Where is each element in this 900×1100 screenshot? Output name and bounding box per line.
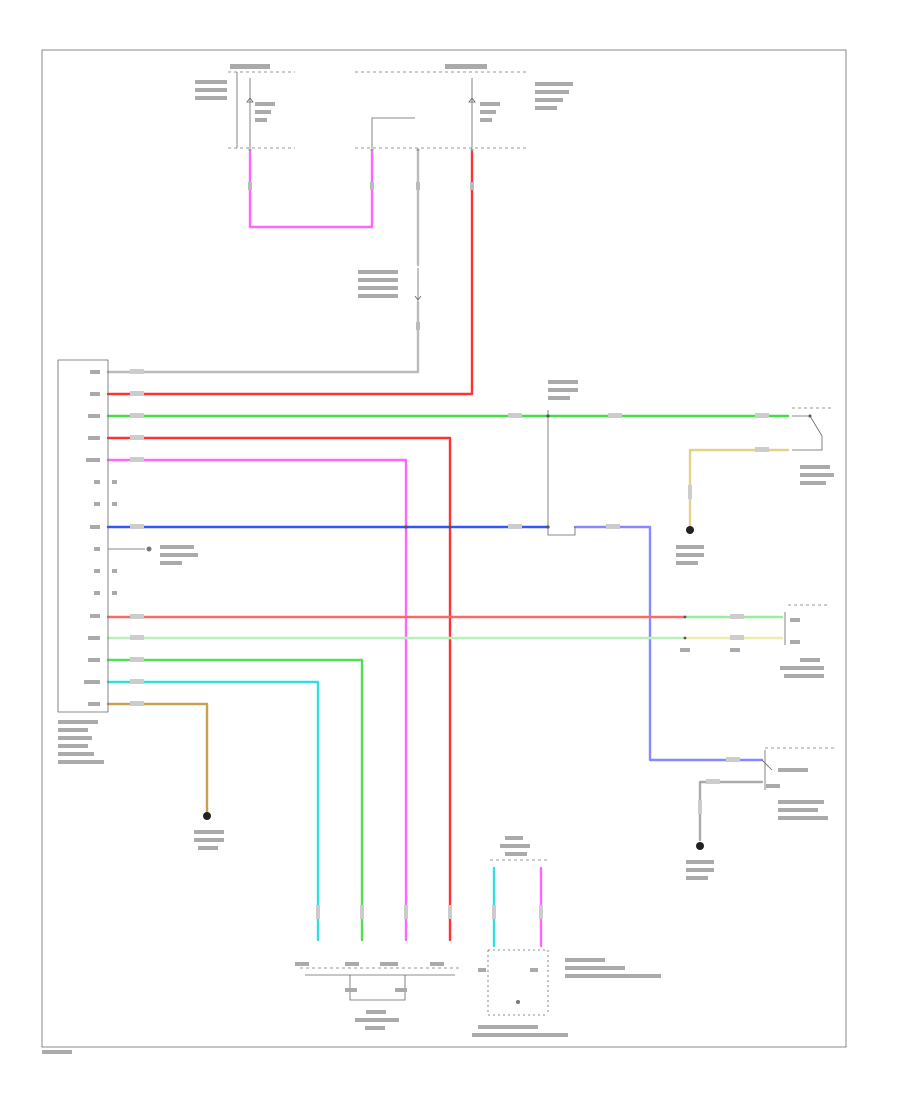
wire-lavender (573, 525, 764, 762)
ground-right-top (676, 526, 704, 565)
shift-lock-solenoid (472, 836, 661, 1037)
diagram-frame (41, 49, 847, 1048)
wire-tan-selector (698, 780, 764, 842)
junction-dots (404, 414, 687, 640)
relay-junction (547, 380, 578, 536)
top-pin-markers (248, 148, 474, 152)
wire-pink-2 (106, 458, 408, 942)
page-corner-label (42, 1050, 72, 1054)
wire-gray-ig-lower (106, 300, 420, 374)
ground-right-bottom (686, 842, 714, 880)
transmission-connector (295, 962, 460, 1030)
wire-red-batt (106, 150, 474, 396)
ecm-side-connector (108, 545, 198, 565)
fuse-block-right (355, 64, 573, 149)
ground-left (194, 812, 224, 850)
relay-junction-top (358, 268, 422, 302)
wire-cyan-trans (106, 680, 320, 942)
wire-pink-top-loop (248, 150, 374, 229)
wire-red-2 (106, 436, 452, 942)
fuse-block-left (195, 64, 295, 149)
wire-green-trans (106, 658, 364, 942)
wire-tag-markers (130, 369, 769, 919)
ecm-connector (57, 359, 117, 764)
wire-tan-ground (106, 702, 209, 814)
selector-switch (761, 747, 835, 820)
clutch-switch (792, 407, 834, 485)
wire-tan-clutch (688, 448, 790, 527)
stop-lamp-switch (680, 604, 830, 678)
